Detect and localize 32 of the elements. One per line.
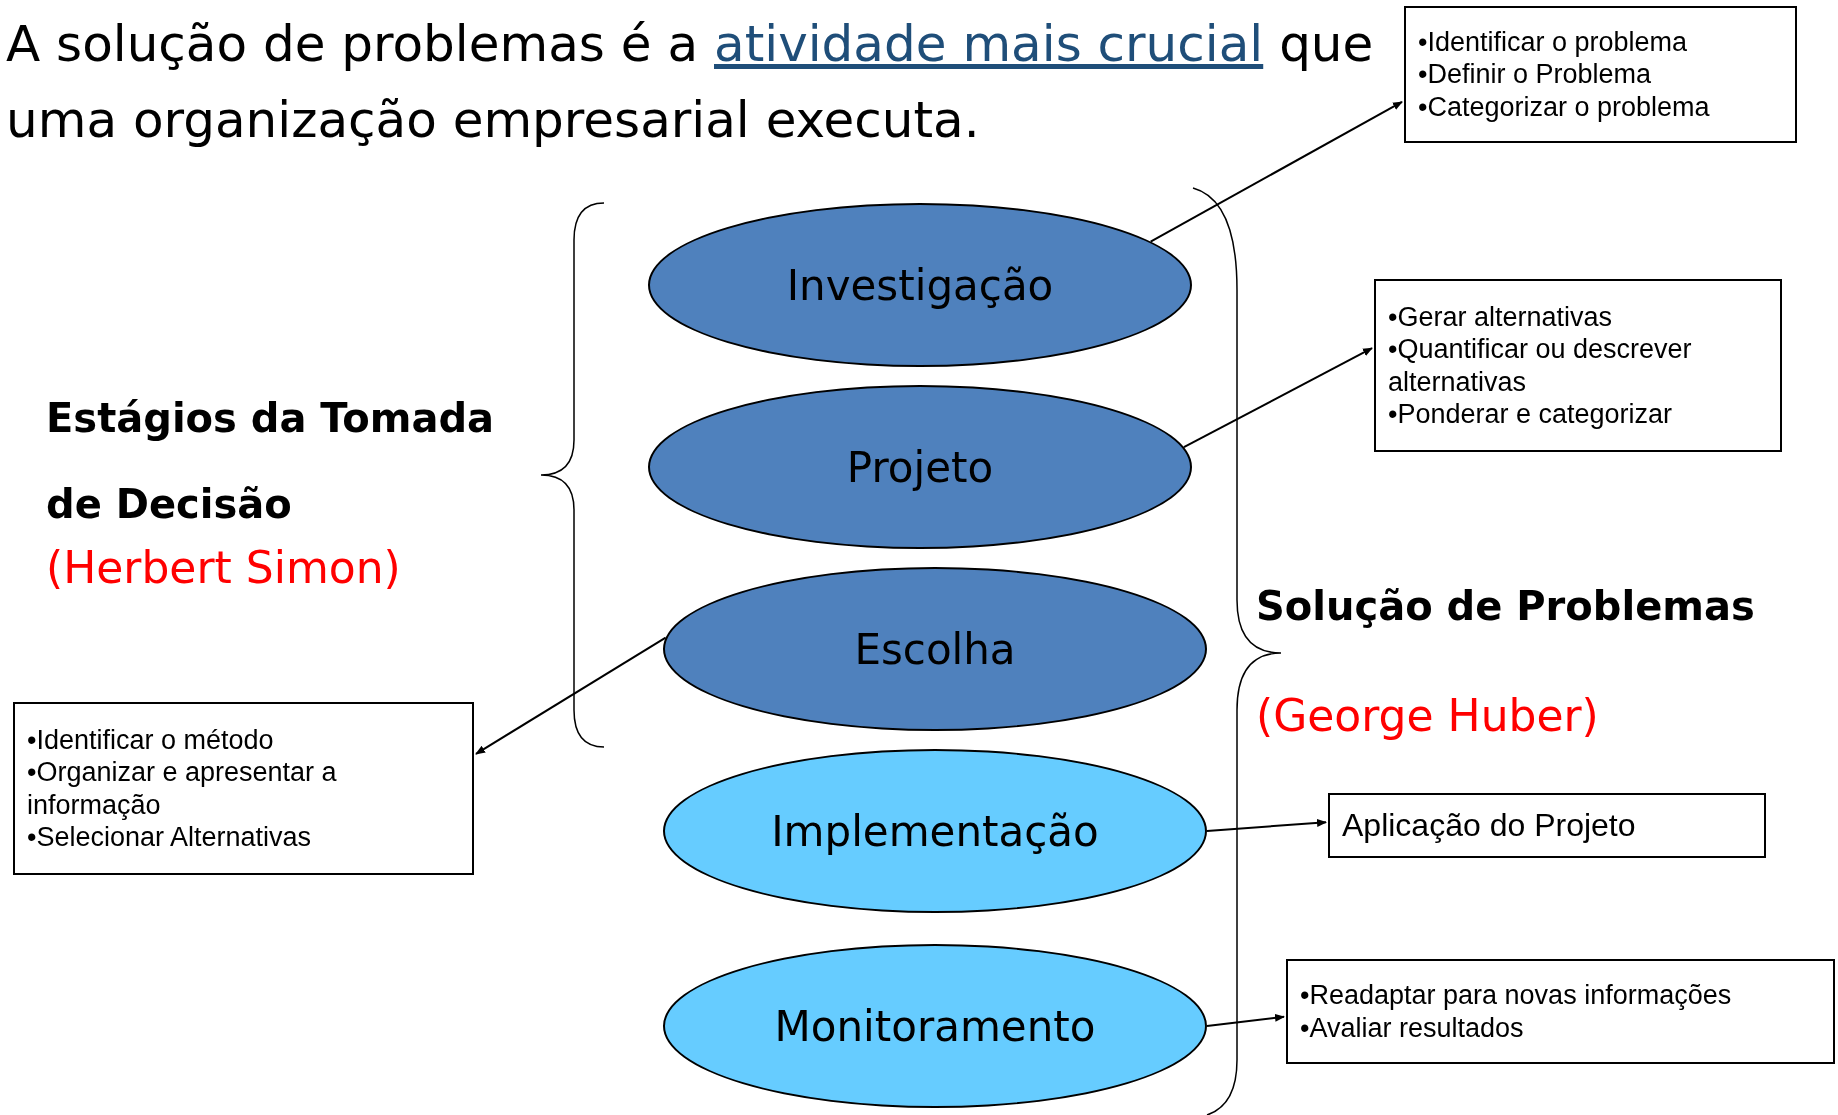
stage-heading: Estágios da Tomada de Decisão — [46, 394, 496, 529]
bullet-item: •Quantificar ou descrever alternativas — [1388, 333, 1693, 398]
bullet-item: •Readaptar para novas informações — [1300, 979, 1733, 1012]
stage-label: Investigação — [786, 259, 1054, 312]
stage-label: Projeto — [846, 441, 994, 494]
stage-label: Escolha — [854, 623, 1016, 676]
bullet-item: •Avaliar resultados — [1300, 1011, 1525, 1044]
author-name: (Herbert Simon) — [46, 541, 401, 595]
bullet-item: •Gerar alternativas — [1388, 300, 1614, 334]
note-box — [1286, 959, 1835, 1064]
bullet-item: Aplicação do Projeto — [1342, 806, 1637, 845]
bullet-item: •Definir o Problema — [1418, 58, 1653, 91]
arrow — [1206, 818, 1327, 832]
bullet-item: •Ponderar e categorizar — [1388, 397, 1674, 431]
arrow — [1182, 347, 1373, 449]
note-box — [13, 702, 474, 875]
bullet-item: •Identificar o método — [27, 723, 275, 757]
link: atividade mais crucial — [714, 15, 1264, 73]
note-box — [1404, 6, 1797, 143]
arrow — [1149, 100, 1403, 243]
note-box — [1374, 279, 1782, 452]
stage-label: Monitoramento — [774, 1000, 1096, 1053]
heading-text: A solução de problemas é a atividade mais crucial que uma organização empresarial executa. — [6, 14, 1375, 151]
bullet-item: •Identificar o problema — [1418, 25, 1689, 59]
bullet-item: •Organizar e apresentar a informação — [27, 756, 338, 821]
bullet-item: •Selecionar Alternativas — [27, 820, 313, 854]
stage-label: Implementação — [771, 805, 1099, 858]
bullet-item: •Categorizar o problema — [1418, 90, 1711, 124]
arrow — [1206, 1013, 1285, 1027]
problem-solving-heading: Solução de Problemas — [1256, 582, 1755, 631]
author-name: (George Huber) — [1256, 689, 1599, 743]
note-box — [1328, 793, 1766, 858]
